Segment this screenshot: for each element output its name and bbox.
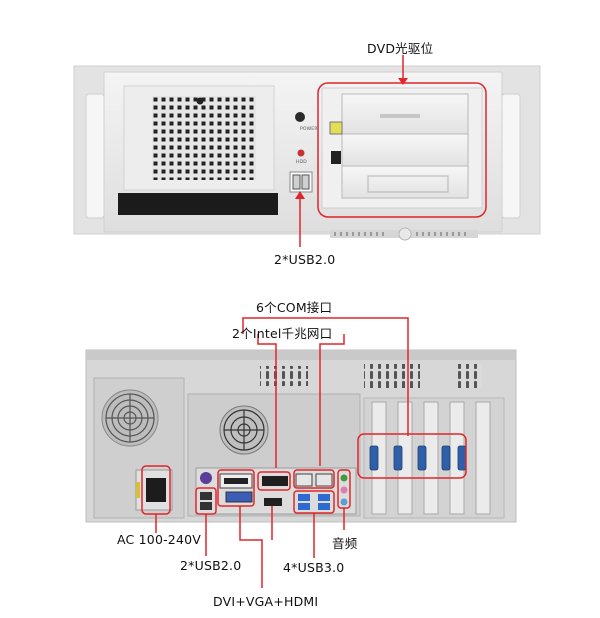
right-handle [501,93,521,219]
com-port-icon [369,445,379,471]
ps2-port-icon [200,472,212,484]
front-chassis [73,65,541,241]
power-button-icon[interactable] [295,112,305,122]
callout-ac: AC 100-240V [117,532,202,547]
callout-rear-usb2: 2*USB2.0 [180,558,242,573]
audio-jack-icon [340,474,348,482]
com-rear-highlight [257,471,291,491]
usb2-port-icon [200,502,212,510]
rear-vent-icon [364,364,420,388]
callout-display: DVI+VGA+HDMI [213,594,319,609]
usb3-port-icon [318,494,330,501]
drive-bay-3 [341,165,469,199]
callout-dvd: DVD光驱位 [367,41,434,56]
vga-port-icon [225,491,253,503]
drive-bay-2 [341,133,469,167]
com-port-icon [417,445,427,471]
arrow-icon [295,191,305,199]
power-switch-icon[interactable] [331,151,341,164]
hdd-led-icon [297,149,305,157]
hdmi-port-icon [264,498,282,506]
rear-vent-icon [260,366,308,386]
usb-port-icon [301,174,310,190]
com-port-icon [457,445,467,471]
left-handle [85,93,105,219]
usb-port-icon [292,174,301,190]
usb3-port-icon [318,503,330,510]
rear-chassis [85,349,517,523]
callout-front-usb: 2*USB2.0 [274,252,336,267]
rear-vent-icon [458,364,482,388]
com-highlight [357,433,467,479]
system-fan-icon [223,409,265,451]
lan-highlight [293,469,335,489]
audio-jack-icon [340,486,348,494]
hdd-label: HDD [296,160,307,165]
usb2-port-icon [200,492,212,500]
callout-lan: 2个Intel千兆网口 [232,326,333,341]
lan-port-icon [295,473,313,487]
com-port-icon [393,445,403,471]
lan-port-icon [315,473,333,487]
usb3-port-icon [298,494,310,501]
usb3-port-icon [298,503,310,510]
front-vent-icon [152,96,256,180]
callout-usb3: 4*USB3.0 [283,560,345,575]
display-highlight [217,469,255,507]
callout-audio: 音频 [332,536,358,551]
ac-power-socket-icon [146,478,166,502]
arrow-icon [398,78,408,85]
expansion-slots [363,397,505,519]
power-label: POWER [300,127,318,132]
com-port-icon [262,476,288,486]
callout-com: 6个COM接口 [256,300,333,315]
psu-fan-icon [105,393,155,443]
rear-callouts [141,317,467,588]
com-port-icon [441,445,451,471]
audio-jack-icon [340,498,348,506]
reset-button-icon[interactable] [329,121,343,135]
lock-icon [196,97,204,105]
